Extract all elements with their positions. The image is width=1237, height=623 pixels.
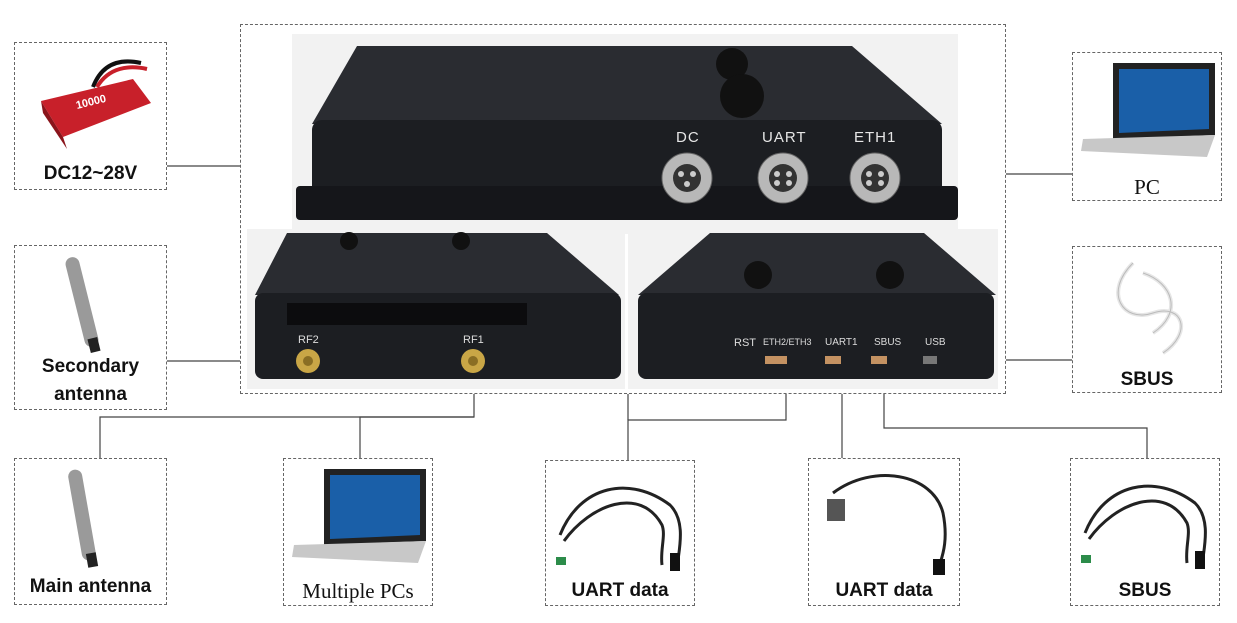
battery-label: DC12~28V bbox=[43, 163, 138, 184]
sbus-port-label: SBUS bbox=[874, 337, 902, 348]
antenna-icon bbox=[65, 257, 101, 354]
main-antenna-box: Main antenna bbox=[14, 458, 167, 605]
main-antenna-label: Main antenna bbox=[29, 576, 152, 597]
uart-data-label-2: UART data bbox=[835, 580, 933, 601]
pc-label: PC bbox=[1134, 175, 1160, 199]
device-rf-photo bbox=[247, 229, 625, 389]
cable-icon bbox=[1081, 484, 1207, 569]
antenna-icon bbox=[68, 469, 99, 568]
sbus-label: SBUS bbox=[1120, 369, 1174, 390]
usb-port-label: USB bbox=[925, 337, 946, 348]
device-frame: DC UART ETH1 RF2 RF1 RST ETH2/ETH3 UART1… bbox=[240, 24, 1006, 394]
side-connectors bbox=[765, 356, 937, 364]
rf2-port-label: RF2 bbox=[298, 334, 319, 346]
eth1-port-label: ETH1 bbox=[854, 129, 897, 146]
laptop-icon bbox=[1081, 63, 1215, 157]
sbus-box-2: SBUS bbox=[1070, 458, 1220, 606]
rf1-port-label: RF1 bbox=[463, 334, 484, 346]
dc-port-label: DC bbox=[676, 129, 700, 146]
sbus-box: SBUS bbox=[1072, 246, 1222, 393]
pc-box: PC bbox=[1072, 52, 1222, 201]
uart-data-box-2: UART data bbox=[808, 458, 960, 606]
secondary-antenna-label: Secondary antenna bbox=[41, 356, 140, 405]
battery-illustration: 10000 bbox=[41, 59, 151, 149]
uart-port-label: UART bbox=[762, 129, 807, 146]
secondary-antenna-box: Secondary antenna bbox=[14, 245, 167, 410]
multiple-pcs-box: Multiple PCs bbox=[283, 458, 433, 606]
sbus-label-2: SBUS bbox=[1118, 580, 1172, 601]
uart-data-box-1: UART data bbox=[545, 460, 695, 606]
uart-data-label-1: UART data bbox=[571, 580, 669, 601]
battery-box: 10000 DC12~28V bbox=[14, 42, 167, 190]
device-front-photo bbox=[292, 34, 958, 234]
multiple-pcs-label: Multiple PCs bbox=[302, 579, 414, 603]
uart1-port-label: UART1 bbox=[825, 337, 858, 348]
eth23-port-label: ETH2/ETH3 bbox=[763, 337, 812, 347]
front-connectors bbox=[661, 152, 901, 204]
cable-icon bbox=[556, 486, 682, 571]
rst-port-label: RST bbox=[734, 337, 756, 349]
cable-icon bbox=[827, 474, 947, 575]
rf-connectors bbox=[296, 349, 485, 373]
usb-cable-icon bbox=[1116, 261, 1184, 355]
laptop-icon bbox=[292, 469, 426, 563]
